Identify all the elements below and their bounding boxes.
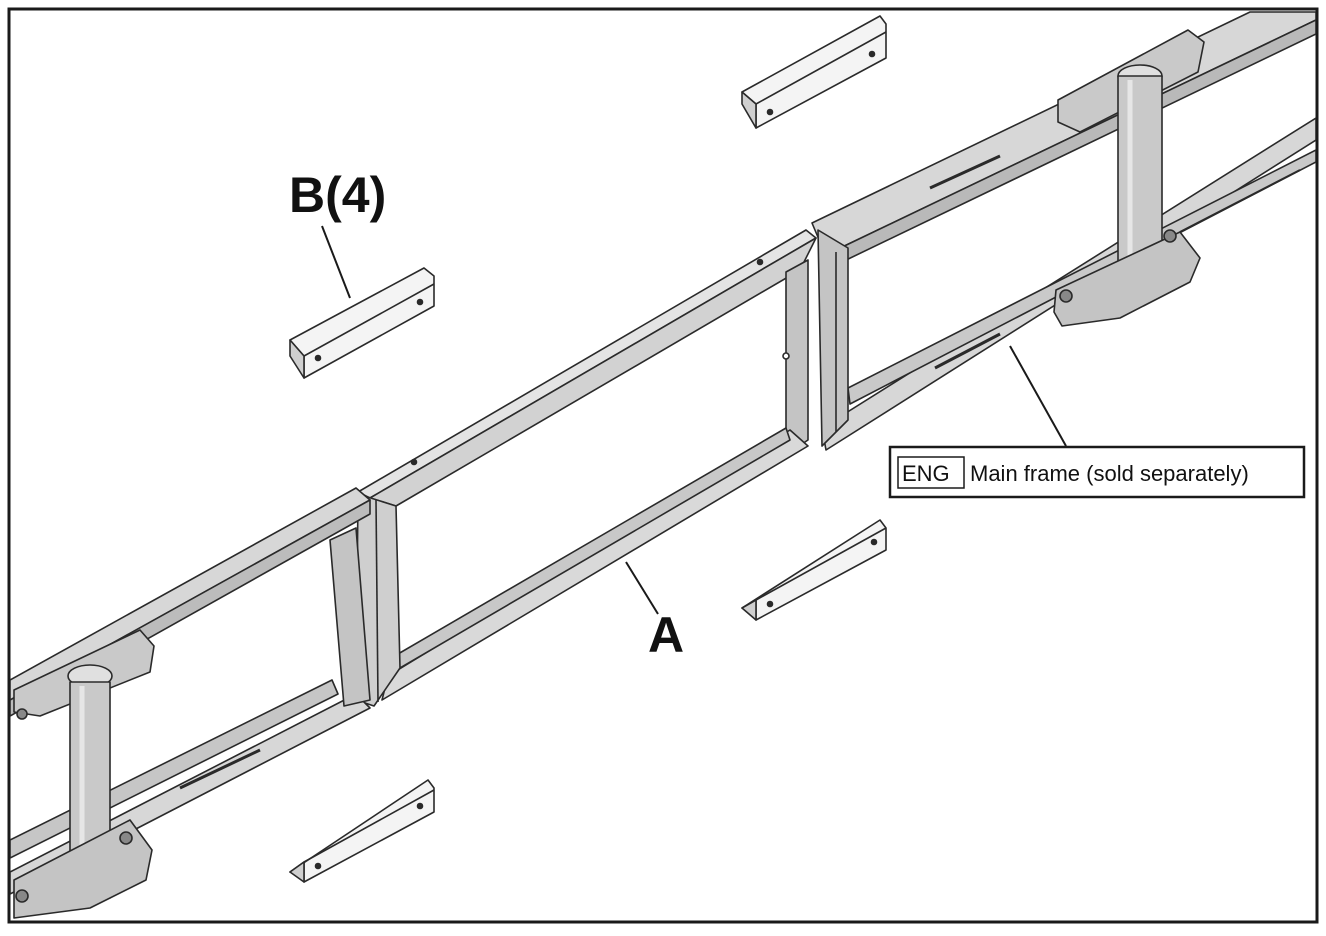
main-frame-right-top-rail xyxy=(811,11,1316,251)
diagram-border xyxy=(7,7,1319,924)
leader-lines xyxy=(321,225,1067,615)
leader-line-main-frame xyxy=(1009,345,1067,447)
rivet-icon xyxy=(410,458,418,466)
left-leg-bottom-bracket xyxy=(13,819,153,919)
bolt-icon xyxy=(119,831,133,845)
bolt-icon xyxy=(15,889,29,903)
main-frame-right-top-rail-side xyxy=(835,19,1316,263)
rivet-icon xyxy=(756,258,764,266)
leader-line-a xyxy=(625,561,659,615)
main-frame-left-end-member xyxy=(329,527,371,707)
part-a-right-end xyxy=(785,259,809,449)
bottom-rail-slot xyxy=(934,332,1001,370)
part-b-brackets xyxy=(289,15,887,883)
part-a-left-end-edge xyxy=(375,499,379,703)
part-b-bracket-3 xyxy=(741,519,887,621)
main-frame-right-end-member xyxy=(817,229,849,447)
leader-line-b xyxy=(321,225,351,299)
note-text: Main frame (sold separately) xyxy=(970,461,1249,486)
bottom-rail-slot-2 xyxy=(1179,169,1301,233)
drawing-area: B(4) A ENG Main frame (sold separately) xyxy=(10,11,1316,919)
note-language-tag-box xyxy=(897,456,965,489)
rivet-icon xyxy=(782,352,790,360)
part-b-bracket-4 xyxy=(289,779,435,883)
part-b-label: B(4) xyxy=(289,167,386,223)
bolt-icon xyxy=(16,708,28,720)
part-b-bracket-2 xyxy=(289,267,435,379)
part-a-label: A xyxy=(648,607,684,663)
bolt-icon xyxy=(1059,289,1073,303)
note-language-tag: ENG xyxy=(902,461,950,486)
main-frame-left xyxy=(10,487,371,919)
right-leg-bottom-bracket xyxy=(1053,231,1201,327)
rail-slot xyxy=(179,748,261,790)
part-b-bracket-1 xyxy=(741,15,887,129)
main-frame-note: ENG Main frame (sold separately) xyxy=(888,445,1306,499)
main-frame-right xyxy=(811,11,1316,451)
bolt-icon xyxy=(1163,229,1177,243)
top-rail-slot xyxy=(929,154,1001,190)
